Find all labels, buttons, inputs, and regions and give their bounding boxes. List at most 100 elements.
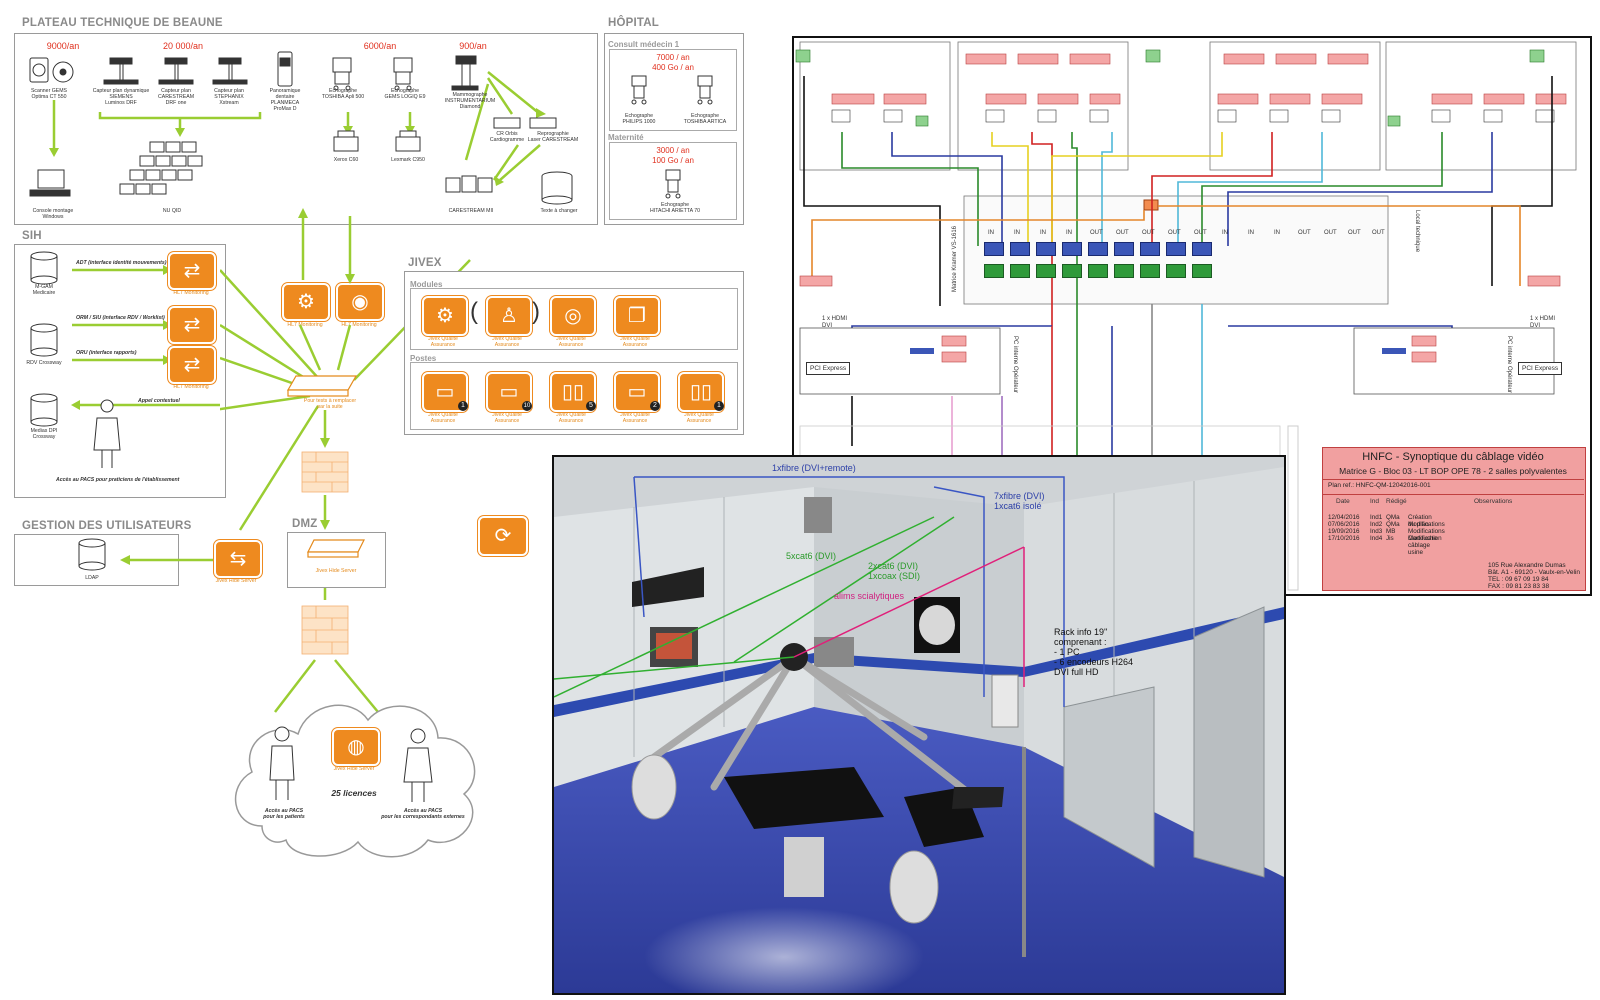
- io-3: IN: [1066, 230, 1072, 236]
- disc-icon: ◎: [564, 305, 582, 327]
- praticien-person-icon: [93, 399, 121, 468]
- io-15: OUT: [1372, 230, 1385, 236]
- console-icon: [29, 169, 71, 197]
- people-exchange-icon: ⇆: [229, 548, 247, 570]
- jivex-postes-box: [410, 362, 738, 430]
- correspondant-person-icon: [403, 728, 433, 802]
- monitor-icon: ▭: [499, 381, 519, 403]
- center-graphics: [220, 208, 471, 713]
- nu-qid-icon: [119, 141, 203, 195]
- device-scanner-label: Scanner GEMS Optima CT 550: [30, 88, 68, 100]
- jivex-poste-3-label: Jivex Qualite Assurance: [556, 412, 586, 424]
- texte-label: Texte à changer: [540, 208, 578, 214]
- document-gear-icon: ⚙: [297, 291, 315, 313]
- firewall-icon: [301, 451, 349, 493]
- jivex-module-1[interactable]: ⚙: [422, 296, 468, 336]
- jivex-poste-5-label: Jivex Qualite Assurance: [684, 412, 714, 424]
- io-5: OUT: [1116, 230, 1129, 236]
- matrix-module-4: [1088, 242, 1108, 256]
- acces-praticiens-label: Accès au PACS pour praticiens de l'établ…: [56, 477, 180, 483]
- plateau-title: PLATEAU TECHNIQUE DE BEAUNE: [22, 17, 223, 29]
- hide-server-cloud[interactable]: ◍: [332, 728, 380, 766]
- hl7-monitoring-3[interactable]: ⇄: [168, 346, 216, 384]
- jivex-poste-2-label: Jivex Qualite Assurance: [492, 412, 522, 424]
- jivex-module-2[interactable]: ♙: [486, 296, 532, 336]
- matrix-gmodule-4: [1088, 264, 1108, 278]
- address-block: 105 Rue Alexandre Dumas Bât. A1 - 69120 …: [1488, 562, 1580, 590]
- jivex-poste-5[interactable]: ▯▯: [678, 372, 724, 412]
- jivex-module-3[interactable]: ◎: [550, 296, 596, 336]
- sih-title: SIH: [22, 230, 42, 242]
- hide-server-gestion-label: Jivex Hide Server: [215, 578, 257, 584]
- matrix-gmodule-0: [984, 264, 1004, 278]
- title-block-title: HNFC - Synoptique du câblage vidéo: [1362, 451, 1544, 463]
- plateau-arrowheads: [49, 108, 546, 186]
- appel-label: Appel contextuel: [138, 398, 180, 404]
- hl7-center-b-label: HL7 Monitoring: [341, 322, 377, 328]
- ann-fibre-dvi-remote: 1xfibre (DVI+remote): [772, 463, 856, 473]
- patient-person-icon: [269, 726, 295, 800]
- flow-oru-label: ORU (interface rapports): [76, 350, 137, 356]
- flow-orm-label: ORM / SIU (interface RDV / Worklist): [76, 315, 165, 321]
- central-server-icon: [286, 375, 358, 397]
- jivex-module-4[interactable]: ❐: [614, 296, 660, 336]
- hl7-monitoring-1[interactable]: ⇄: [168, 252, 216, 290]
- sih-db-icons: [30, 251, 58, 427]
- scanner-icon: [29, 57, 74, 83]
- jivex-modules-label: Modules: [410, 280, 443, 289]
- orange-sync-button[interactable]: ⟳: [478, 516, 528, 556]
- jivex-poste-1-label: Jivex Qualite Assurance: [428, 412, 458, 424]
- person-gear-icon: ♙: [500, 305, 518, 327]
- address-line: Bât. A1 - 69120 - Vaulx-en-Velin: [1488, 569, 1581, 576]
- dmz-server-label: Jivex Hide Server: [315, 568, 357, 574]
- config-left-label: PC interne Opérateur: [1012, 336, 1018, 394]
- maternite-label: Maternité: [608, 133, 644, 142]
- cr-orbis-label: CR Orbis Cardiogramme: [489, 131, 525, 143]
- sync-icon: ⟳: [494, 525, 512, 547]
- jivex-module-1-label: Jivex Qualite Assurance: [428, 336, 458, 348]
- ann-7xfibre: 7xfibre (DVI) 1xcat6 isolé: [994, 491, 1045, 511]
- licences-label: 25 licences: [331, 788, 377, 798]
- device-capteur3-label: Capteur plan STEPHANIX Xstream: [214, 88, 244, 106]
- matrix-module-0: [984, 242, 1004, 256]
- th-date: Date: [1336, 498, 1350, 505]
- io-14: OUT: [1348, 230, 1361, 236]
- pci-left: PCI Express: [806, 362, 851, 375]
- jivex-postes-label: Postes: [410, 354, 437, 363]
- hl7-center-b[interactable]: ◉: [336, 283, 384, 321]
- hl7-monitoring-2[interactable]: ⇄: [168, 306, 216, 344]
- hl7-center-a-label: HL7 Monitoring: [287, 322, 323, 328]
- plateau-section: [14, 33, 598, 225]
- consult-echo2-label: Echographe TOSHIBA ARTICA: [683, 113, 727, 125]
- poste-count-5: 1: [714, 401, 724, 411]
- io-0: IN: [988, 230, 994, 236]
- db-medias-label: Medias DPI Crossway: [30, 428, 58, 440]
- volume-echo: 6000/an: [363, 41, 397, 51]
- maternite-box: [609, 142, 737, 220]
- dicom-icon: ◉: [351, 291, 369, 313]
- consult-echo1-label: Echographe PHILIPS 1000: [622, 113, 656, 125]
- gestion-arrow: [120, 555, 216, 565]
- jivex-title: JIVEX: [408, 257, 442, 269]
- address-line: FAX : 09 81 23 83 38: [1488, 583, 1550, 590]
- gestion-title: GESTION DES UTILISATEURS: [22, 520, 192, 532]
- hl7-3-label: HL7 Monitoring: [173, 384, 209, 390]
- matrix-module-1: [1010, 242, 1030, 256]
- workstation-icon: ▭: [435, 381, 455, 403]
- hl7-center-a[interactable]: ⚙: [282, 283, 330, 321]
- hide-server-gestion[interactable]: ⇆: [214, 540, 262, 578]
- ldap-db-icon: [78, 538, 106, 571]
- hopital-section: [604, 33, 744, 225]
- consult-volume: 7000 / an 400 Go / an: [652, 53, 694, 72]
- io-1: IN: [1014, 230, 1020, 236]
- maternite-volume: 3000 / an 100 Go / an: [652, 146, 694, 165]
- matrix-gmodule-3: [1062, 264, 1082, 278]
- dual-monitor-icon: ▯▯: [689, 381, 712, 403]
- sih-graphics: [30, 251, 220, 468]
- ldap-label: LDAP: [85, 575, 99, 581]
- db-mgam-label: M-GAM Medicaire: [32, 284, 56, 296]
- th-redige: Rédigé: [1386, 498, 1407, 505]
- io-7: OUT: [1168, 230, 1181, 236]
- jivex-modules-box: [410, 288, 738, 350]
- poste-count-2: 10: [522, 401, 532, 411]
